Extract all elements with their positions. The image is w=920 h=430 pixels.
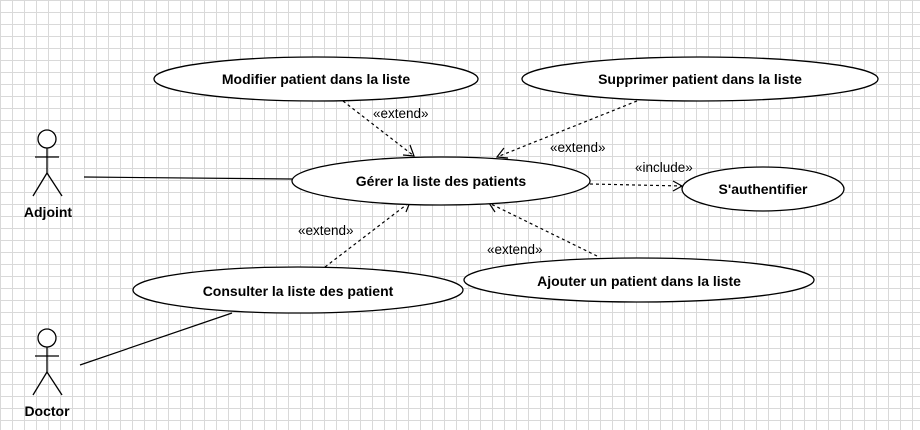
usecase-modifier[interactable]: Modifier patient dans la liste — [153, 56, 479, 102]
extend-supprimer-label: «extend» — [550, 140, 606, 155]
actor-adjoint[interactable] — [32, 129, 63, 197]
usecase-consulter-label: Consulter la liste des patient — [203, 283, 394, 299]
usecase-ajouter-label: Ajouter un patient dans la liste — [537, 273, 741, 289]
extend-modifier-link — [342, 100, 415, 157]
usecase-gerer-label: Gérer la liste des patients — [356, 173, 527, 189]
usecase-consulter[interactable]: Consulter la liste des patient — [132, 266, 464, 314]
usecase-ajouter[interactable]: Ajouter un patient dans la liste — [463, 257, 815, 303]
extend-supprimer-link — [495, 100, 638, 159]
usecase-supprimer[interactable]: Supprimer patient dans la liste — [521, 56, 879, 102]
doctor-association — [79, 312, 233, 366]
usecase-authentifier[interactable]: S'authentifier — [681, 166, 845, 212]
usecase-modifier-label: Modifier patient dans la liste — [222, 71, 410, 87]
usecase-supprimer-label: Supprimer patient dans la liste — [598, 71, 802, 87]
extend-modifier-label: «extend» — [373, 106, 429, 121]
adjoint-association — [83, 176, 293, 180]
extend-consulter-label: «extend» — [298, 223, 354, 238]
actor-adjoint-label: Adjoint — [24, 204, 73, 220]
usecase-gerer[interactable]: Gérer la liste des patients — [291, 156, 591, 206]
actor-doctor[interactable] — [32, 328, 63, 396]
include-auth-label: «include» — [635, 160, 693, 175]
include-auth-link — [589, 180, 684, 192]
extend-ajouter-label: «extend» — [487, 242, 543, 257]
actor-doctor-label: Doctor — [24, 403, 70, 419]
usecase-authentifier-label: S'authentifier — [719, 181, 808, 197]
